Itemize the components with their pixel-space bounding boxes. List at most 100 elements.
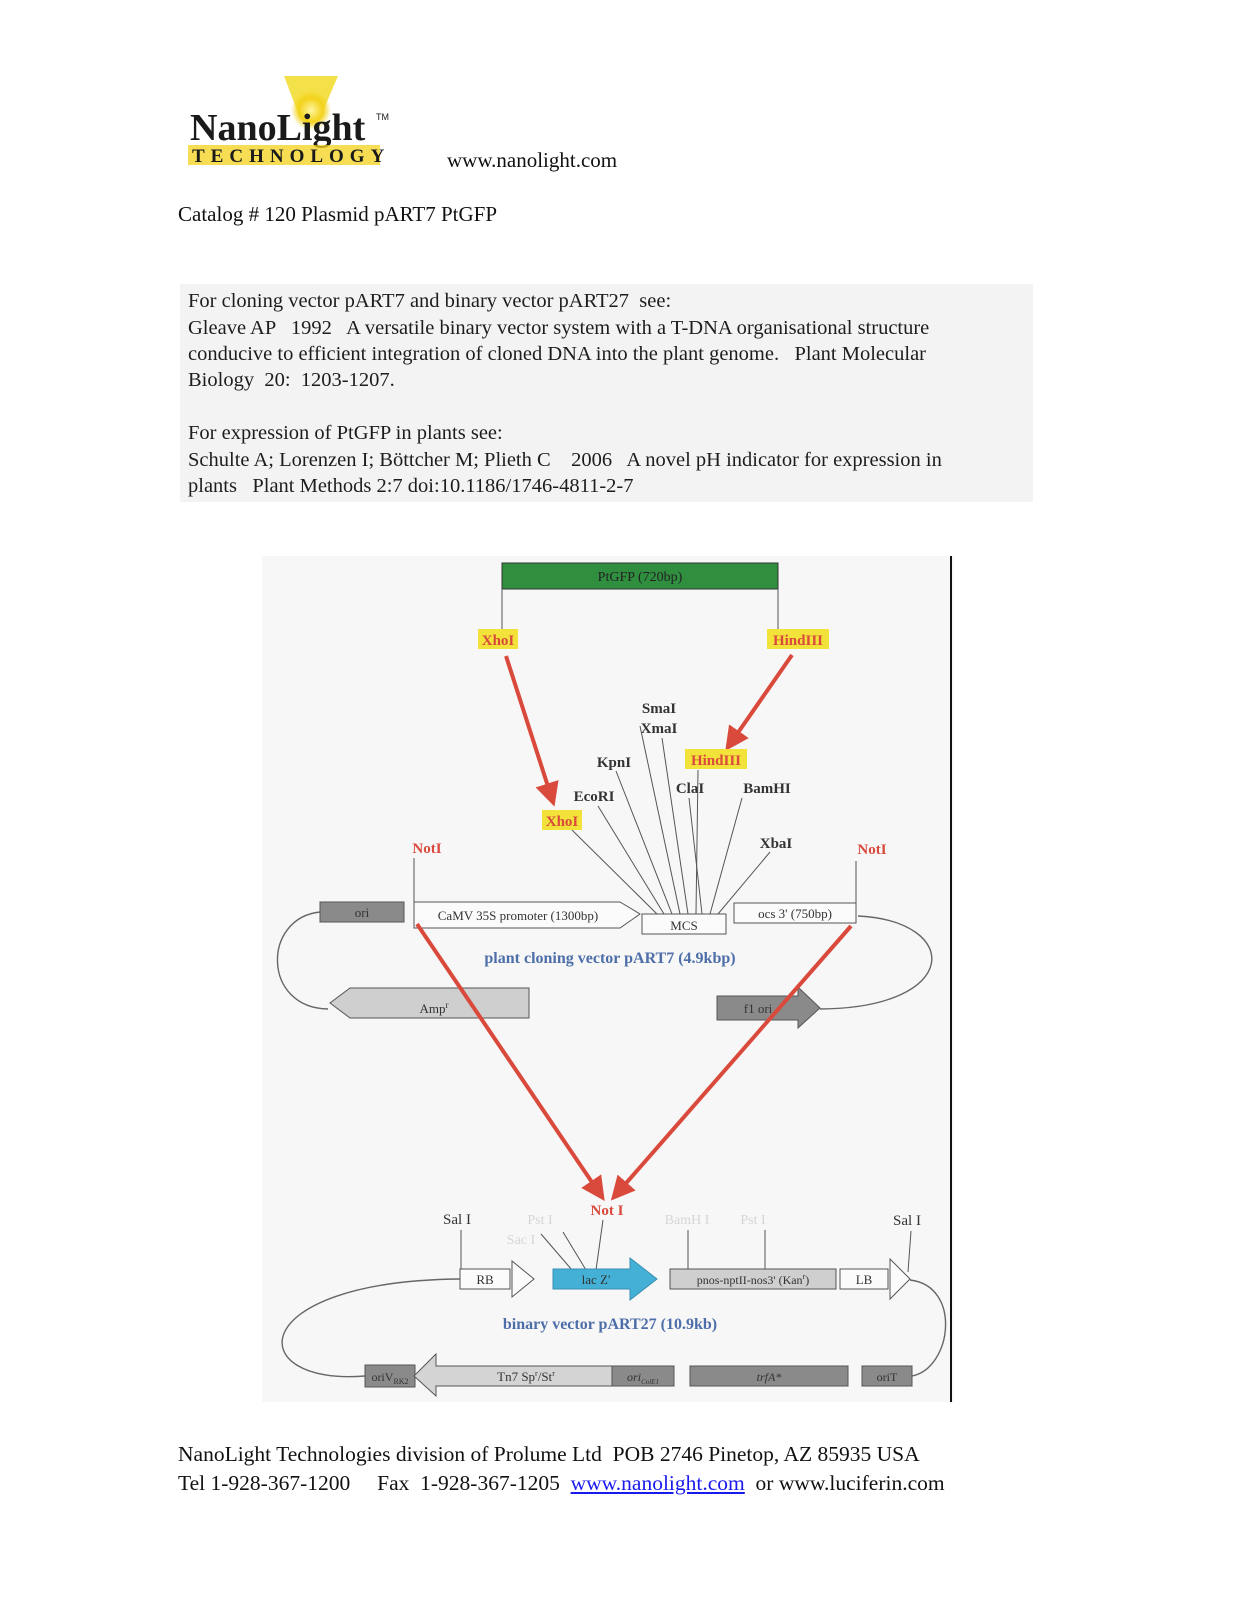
bamhi-label: BamHI xyxy=(743,781,791,797)
xhoi-label-top: XhoI xyxy=(482,633,515,649)
sal-i-right-label: Sal I xyxy=(893,1213,921,1229)
logo-trademark: TM xyxy=(376,112,389,122)
not-i-label: Not I xyxy=(591,1203,624,1219)
oricole-text: ori xyxy=(627,1370,641,1384)
tn7-mid: /St xyxy=(538,1369,553,1384)
lb-box xyxy=(839,1268,889,1290)
xhoi-insert-arrow xyxy=(504,655,559,807)
clai-label: ClaI xyxy=(676,781,705,797)
nptii-superscript: r xyxy=(803,1272,806,1281)
part7-right-loop xyxy=(819,915,933,1010)
oricole-box xyxy=(611,1365,675,1387)
tn7-text: Tn7 Sp xyxy=(497,1369,535,1384)
ref-line-1: For cloning vector pART7 and binary vect… xyxy=(188,290,672,312)
ocs-box xyxy=(733,902,857,924)
ref-line-5: For expression of PtGFP in plants see: xyxy=(188,422,503,444)
footer-address: NanoLight Technologies division of Prolu… xyxy=(178,1442,920,1466)
catalog-line: Catalog # 120 Plasmid pART7 PtGFP xyxy=(178,202,498,226)
smai-label: SmaI xyxy=(642,701,676,717)
logo-band xyxy=(188,145,380,165)
nptii-label: pnos-nptII-nos3' (Kanr) xyxy=(697,1272,809,1287)
mcs-box xyxy=(641,913,727,935)
ecori-label: EcoRI xyxy=(574,789,615,805)
trfa-box xyxy=(689,1365,849,1387)
f1-ori-arrow xyxy=(716,985,821,1030)
noti-left-arrow xyxy=(415,922,605,1201)
mcs-site-lines xyxy=(413,725,857,921)
f1-ori-label: f1 ori xyxy=(744,1001,773,1016)
ref-line-3: conducive to efficient integration of cl… xyxy=(188,343,926,365)
nptii-text: pnos-nptII-nos3' (Kan xyxy=(697,1273,803,1287)
rb-label: RB xyxy=(476,1272,494,1287)
hindiii-highlight-top xyxy=(767,629,829,649)
amp-superscript: r xyxy=(446,1000,449,1010)
oriv-subscript: RK2 xyxy=(393,1377,408,1386)
part27-left-loop xyxy=(281,1278,461,1378)
footer-contact: Tel 1-928-367-1200 Fax 1-928-367-1205 ww… xyxy=(178,1471,945,1496)
orit-box xyxy=(861,1365,913,1387)
rb-box xyxy=(459,1268,511,1290)
tn7-label: Tn7 Spr/Str xyxy=(497,1369,555,1384)
ptgfp-insert-box xyxy=(501,562,779,590)
reference-box: For cloning vector pART7 and binary vect… xyxy=(180,284,1033,502)
ori-box xyxy=(319,901,405,923)
xhoi-highlight-top xyxy=(478,629,518,649)
sac-i-label: Sac I xyxy=(507,1233,536,1248)
xhoi-label-mcs: XhoI xyxy=(546,814,579,830)
orit-label: oriT xyxy=(877,1370,898,1384)
ocs-label: ocs 3' (750bp) xyxy=(758,906,832,921)
amp-text: Amp xyxy=(420,1001,446,1016)
noti-left-label: NotI xyxy=(412,841,441,857)
ref-line-6: Schulte A; Lorenzen I; Böttcher M; Pliet… xyxy=(188,449,942,471)
plasmid-diagram: PtGFP (720bp) XhoI HindIII SmaI XmaI Kpn… xyxy=(262,556,954,1402)
hindiii-highlight-mcs xyxy=(685,749,747,769)
footer-website-link[interactable]: www.nanolight.com xyxy=(570,1471,745,1495)
kpni-label: KpnI xyxy=(597,755,631,771)
lacz-arrow xyxy=(552,1256,658,1302)
sal-i-left-label: Sal I xyxy=(443,1212,471,1228)
oriv-label: oriVRK2 xyxy=(371,1370,408,1386)
ref-line-4: Biology 20: 1203-1207. xyxy=(188,369,395,391)
tn7-sup-1: r xyxy=(535,1369,538,1378)
nptii-box xyxy=(669,1268,837,1290)
part27-site-lines xyxy=(460,1219,912,1273)
amp-label: Ampr xyxy=(420,1000,449,1016)
hindiii-insert-arrow xyxy=(725,653,794,751)
footer-tel-fax: Tel 1-928-367-1200 Fax 1-928-367-1205 xyxy=(178,1471,571,1495)
logo-subtitle: TECHNOLOGY xyxy=(192,146,390,167)
promoter-arrow xyxy=(413,901,641,929)
oricole-subscript: ColE1 xyxy=(641,1378,659,1386)
light-glow-icon xyxy=(291,90,331,130)
promoter-label: CaMV 35S promoter (1300bp) xyxy=(438,908,598,923)
lacz-label: lac Z' xyxy=(582,1272,611,1287)
lb-label: LB xyxy=(856,1272,873,1287)
oricole-label: oriColE1 xyxy=(627,1370,659,1386)
lb-arrowhead xyxy=(889,1257,911,1301)
plasmid-diagram-svg: PtGFP (720bp) XhoI HindIII SmaI XmaI Kpn… xyxy=(262,556,954,1402)
part27-vector-label: binary vector pART27 (10.9kb) xyxy=(503,1316,717,1333)
hindiii-label-mcs: HindIII xyxy=(691,753,741,769)
ref-line-2: Gleave AP 1992 A versatile binary vector… xyxy=(188,317,930,339)
ref-line-7: plants Plant Methods 2:7 doi:10.1186/174… xyxy=(188,475,634,497)
noti-right-arrow xyxy=(610,924,853,1201)
nptii-close: ) xyxy=(805,1273,809,1287)
logo-word: NanoLight xyxy=(190,107,366,149)
xbai-label: XbaI xyxy=(760,836,793,852)
part7-vector-label: plant cloning vector pART7 (4.9kbp) xyxy=(484,950,735,967)
part7-left-loop xyxy=(276,911,329,1010)
bamh-i-label: BamH I xyxy=(665,1213,710,1228)
footer-alt-website: or www.luciferin.com xyxy=(744,1471,945,1495)
nanolight-logo: NanoLight TM TECHNOLOGY xyxy=(188,70,398,170)
tn7-sup-2: r xyxy=(552,1369,555,1378)
trfa-label: trfA* xyxy=(757,1370,782,1384)
oriv-text: oriV xyxy=(371,1370,393,1384)
amp-arrow xyxy=(329,987,530,1019)
xhoi-highlight-mcs xyxy=(542,810,582,830)
pst-i-left-label: Pst I xyxy=(527,1213,553,1228)
diagram-background xyxy=(262,556,954,1402)
hindiii-label-top: HindIII xyxy=(773,633,823,649)
rb-arrowhead xyxy=(511,1259,535,1299)
site-url: www.nanolight.com xyxy=(447,148,618,172)
ori-label: ori xyxy=(355,905,370,920)
pst-i-right-label: Pst I xyxy=(740,1213,766,1228)
